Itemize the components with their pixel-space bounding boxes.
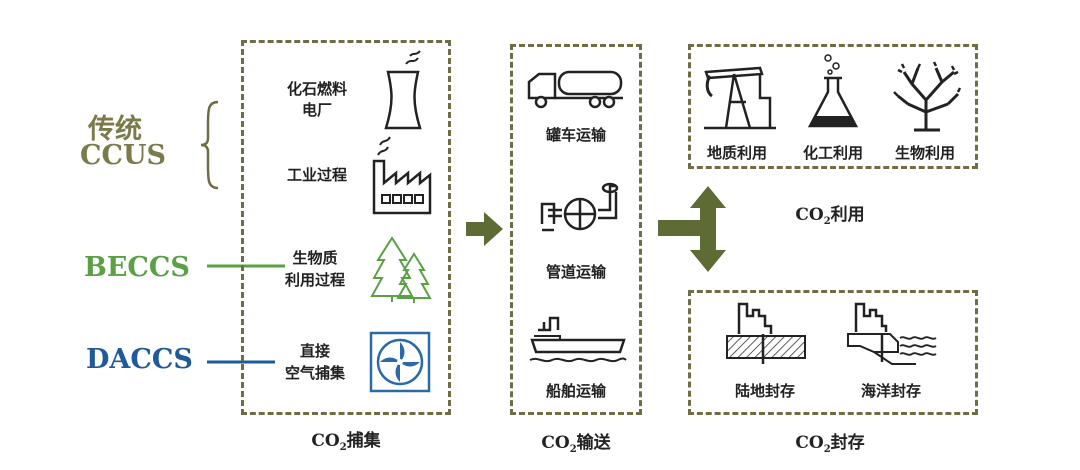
storage-caption-suffix: 封存	[830, 433, 865, 453]
arrow-right-icon	[466, 212, 503, 246]
pipeline-icon	[540, 182, 619, 232]
capture-item-3-line2: 利用过程	[284, 271, 345, 289]
ship-icon	[529, 316, 627, 363]
transport-item-1-label: 罐车运输	[545, 126, 606, 144]
transport-caption-suffix: 输送	[576, 433, 611, 453]
transport-caption-prefix: CO	[541, 433, 570, 453]
storage-caption: CO2封存	[780, 428, 880, 455]
storage-item-1-label: 陆地封存	[734, 382, 795, 400]
ocean-storage-icon	[847, 302, 937, 365]
fan-icon	[369, 331, 431, 393]
tanker-truck-icon	[527, 70, 623, 109]
capture-caption-prefix: CO	[311, 431, 340, 451]
capture-item-1-line2: 电厂	[301, 101, 332, 119]
transport-item-2-label: 管道运输	[545, 263, 606, 281]
storage-caption-sub: 2	[823, 444, 831, 455]
traditional-ccus-label-line2: CCUS	[80, 140, 167, 171]
power-plant-cooling-tower-icon	[384, 50, 422, 130]
capture-caption: CO2捕集	[296, 426, 396, 453]
transport-caption-sub: 2	[569, 444, 577, 455]
brace-icon	[200, 100, 219, 190]
beccs-label: BECCS	[84, 252, 190, 283]
split-arrow-icon	[658, 186, 726, 272]
traditional-ccus-label-line1: 传统	[88, 114, 142, 145]
utilization-caption-suffix: 利用	[830, 205, 865, 225]
land-storage-icon	[726, 302, 806, 364]
capture-caption-sub: 2	[339, 442, 347, 453]
storage-item-2-label: 海洋封存	[860, 382, 921, 400]
storage-box	[688, 290, 978, 415]
capture-item-1-line1: 化石燃料	[286, 80, 347, 98]
capture-box	[241, 40, 451, 415]
utilization-caption-sub: 2	[823, 216, 831, 227]
utilization-caption: CO2利用	[780, 200, 880, 227]
coral-icon	[893, 61, 962, 132]
capture-item-4-line1: 直接	[299, 342, 330, 360]
transport-box	[510, 44, 642, 415]
utilization-item-2-label: 化工利用	[802, 144, 863, 162]
daccs-label: DACCS	[86, 344, 193, 375]
capture-item-3-line1: 生物质	[292, 249, 338, 267]
flask-icon	[807, 54, 859, 128]
transport-item-3-label: 船舶运输	[545, 382, 606, 400]
utilization-item-3-label: 生物利用	[894, 144, 955, 162]
factory-icon	[372, 136, 432, 215]
trees-icon	[370, 236, 432, 303]
utilization-caption-prefix: CO	[795, 205, 824, 225]
capture-caption-suffix: 捕集	[346, 431, 381, 451]
oil-pump-jack-icon	[704, 66, 776, 130]
utilization-item-1-label: 地质利用	[706, 144, 767, 162]
beccs-connector-line	[207, 264, 285, 268]
transport-caption: CO2输送	[526, 428, 626, 455]
utilization-box	[688, 44, 978, 169]
capture-item-4-line2: 空气捕集	[284, 364, 345, 382]
storage-caption-prefix: CO	[795, 433, 824, 453]
capture-item-2-label: 工业过程	[286, 166, 347, 184]
